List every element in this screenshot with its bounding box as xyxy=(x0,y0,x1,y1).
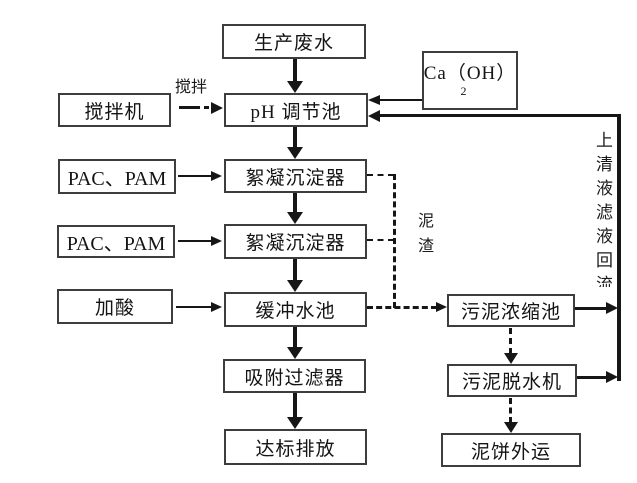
arrow-buffer-to-thickener-dashline xyxy=(367,306,437,309)
label-stir: 搅拌 xyxy=(175,79,208,96)
arrow-floc1-to-floc2-line xyxy=(293,193,297,212)
arrow-mixer-to-ph-head xyxy=(211,102,223,114)
arrow-buffer-to-filter-line xyxy=(293,327,297,347)
ca-oh-formula: Ca（OH） xyxy=(423,62,517,84)
dashed-sludge-vertical xyxy=(393,174,396,308)
arrow-caoh-to-ph-line xyxy=(380,99,422,101)
dashed-floc2-stub xyxy=(367,239,394,241)
arrow-ph-to-floc1-head xyxy=(287,147,303,159)
arrow-dewaterer-to-mudcake-head xyxy=(504,422,518,433)
ca-oh-subscript: 2 xyxy=(460,83,468,98)
arrow-dewaterer-to-return-head xyxy=(606,371,618,383)
arrow-pacpam2-to-floc2-line xyxy=(178,240,211,242)
arrow-thickener-to-dewaterer-head xyxy=(504,353,518,364)
arrow-caoh-to-ph-head xyxy=(368,95,380,105)
arrow-pacpam1-to-floc1-head xyxy=(211,171,222,181)
arrow-acid-to-buffer-line xyxy=(176,306,211,308)
node-adsorption-filter: 吸附过滤器 xyxy=(223,359,366,393)
arrow-filter-to-discharge-line xyxy=(293,393,297,417)
node-buffer-tank: 缓冲水池 xyxy=(224,292,367,327)
node-pac-pam-2: PAC、PAM xyxy=(57,225,175,258)
arrow-thickener-to-return-line xyxy=(575,307,608,310)
arrow-dewaterer-to-mudcake-dashline xyxy=(509,398,512,423)
arrow-thickener-to-return-head xyxy=(606,302,618,314)
arrow-dewaterer-to-return-line xyxy=(577,376,608,379)
node-floc-settler-1: 絮凝沉淀器 xyxy=(224,159,367,193)
arrow-thickener-to-dewaterer-dashline xyxy=(509,328,512,354)
arrow-acid-to-buffer-head xyxy=(211,302,222,312)
node-pac-pam-1: PAC、PAM xyxy=(58,159,176,194)
arrow-mixer-to-ph-dot xyxy=(204,106,209,109)
arrow-return-to-ph-head xyxy=(368,110,380,122)
arrow-floc2-to-buffer-line xyxy=(293,259,297,280)
node-add-acid: 加酸 xyxy=(57,289,173,324)
node-ca-oh: Ca（OH） 2 xyxy=(422,51,518,110)
arrow-pacpam2-to-floc2-head xyxy=(211,236,222,246)
arrow-filter-to-discharge-head xyxy=(287,417,303,429)
node-sludge-thickener: 污泥浓缩池 xyxy=(447,294,575,327)
node-floc-settler-2: 絮凝沉淀器 xyxy=(224,224,367,259)
node-ph-adjust-tank: pH 调节池 xyxy=(224,93,368,127)
arrow-pacpam1-to-floc1-line xyxy=(178,175,211,177)
node-sludge-dewaterer: 污泥脱水机 xyxy=(447,364,577,397)
label-mud-residue: 泥渣 xyxy=(415,212,432,262)
node-mixer: 搅拌机 xyxy=(58,93,171,127)
label-supernatant-return: 上清液滤液回流 xyxy=(593,131,612,287)
arrow-floc2-to-buffer-head xyxy=(287,280,303,292)
arrow-floc1-to-floc2-head xyxy=(287,212,303,224)
node-mud-cake-out: 泥饼外运 xyxy=(441,433,581,467)
arrow-mixer-to-ph-dash xyxy=(179,106,200,109)
arrow-ph-to-floc1-line xyxy=(293,127,297,147)
node-discharge: 达标排放 xyxy=(224,429,367,465)
arrow-wastewater-to-ph-head xyxy=(287,81,303,93)
return-line-vertical xyxy=(617,114,621,381)
arrow-wastewater-to-ph-line xyxy=(293,59,297,81)
dashed-floc1-stub xyxy=(367,174,394,176)
arrow-buffer-to-filter-head xyxy=(287,347,303,359)
return-line-horizontal xyxy=(379,114,621,117)
node-production-wastewater: 生产废水 xyxy=(222,24,366,59)
arrow-buffer-to-thickener-head xyxy=(436,302,447,312)
